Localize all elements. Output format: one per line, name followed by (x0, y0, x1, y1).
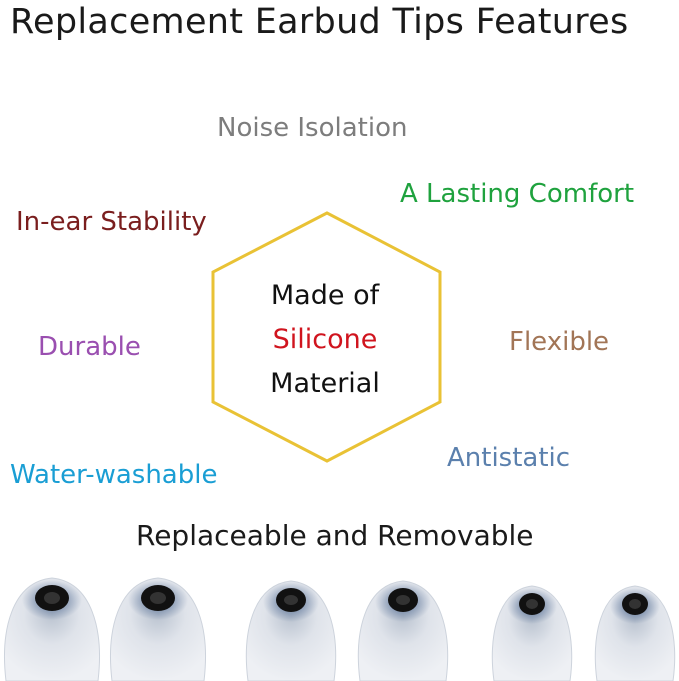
earbud-tip-6 (594, 585, 676, 681)
feature-lasting-comfort: A Lasting Comfort (400, 179, 635, 209)
earbud-tip-5 (491, 585, 573, 681)
earbud-tip-2 (110, 577, 206, 681)
earbud-tip-4 (357, 580, 449, 681)
feature-in-ear-stability: In-ear Stability (16, 207, 207, 237)
earbud-tips-image (4, 577, 676, 681)
center-text-line3: Material (270, 368, 380, 399)
feature-flexible: Flexible (509, 327, 610, 357)
center-text-silicone: Silicone (272, 324, 378, 355)
bottom-caption: Replaceable and Removable (136, 519, 534, 552)
earbud-tip-1 (4, 577, 100, 681)
feature-antistatic: Antistatic (447, 443, 571, 473)
feature-noise-isolation: Noise Isolation (217, 113, 408, 143)
center-text-line1: Made of (270, 280, 380, 311)
earbud-tip-3 (245, 580, 337, 681)
page-title: Replacement Earbud Tips Features (10, 2, 629, 42)
feature-durable: Durable (38, 332, 141, 362)
feature-water-washable: Water-washable (10, 460, 218, 490)
